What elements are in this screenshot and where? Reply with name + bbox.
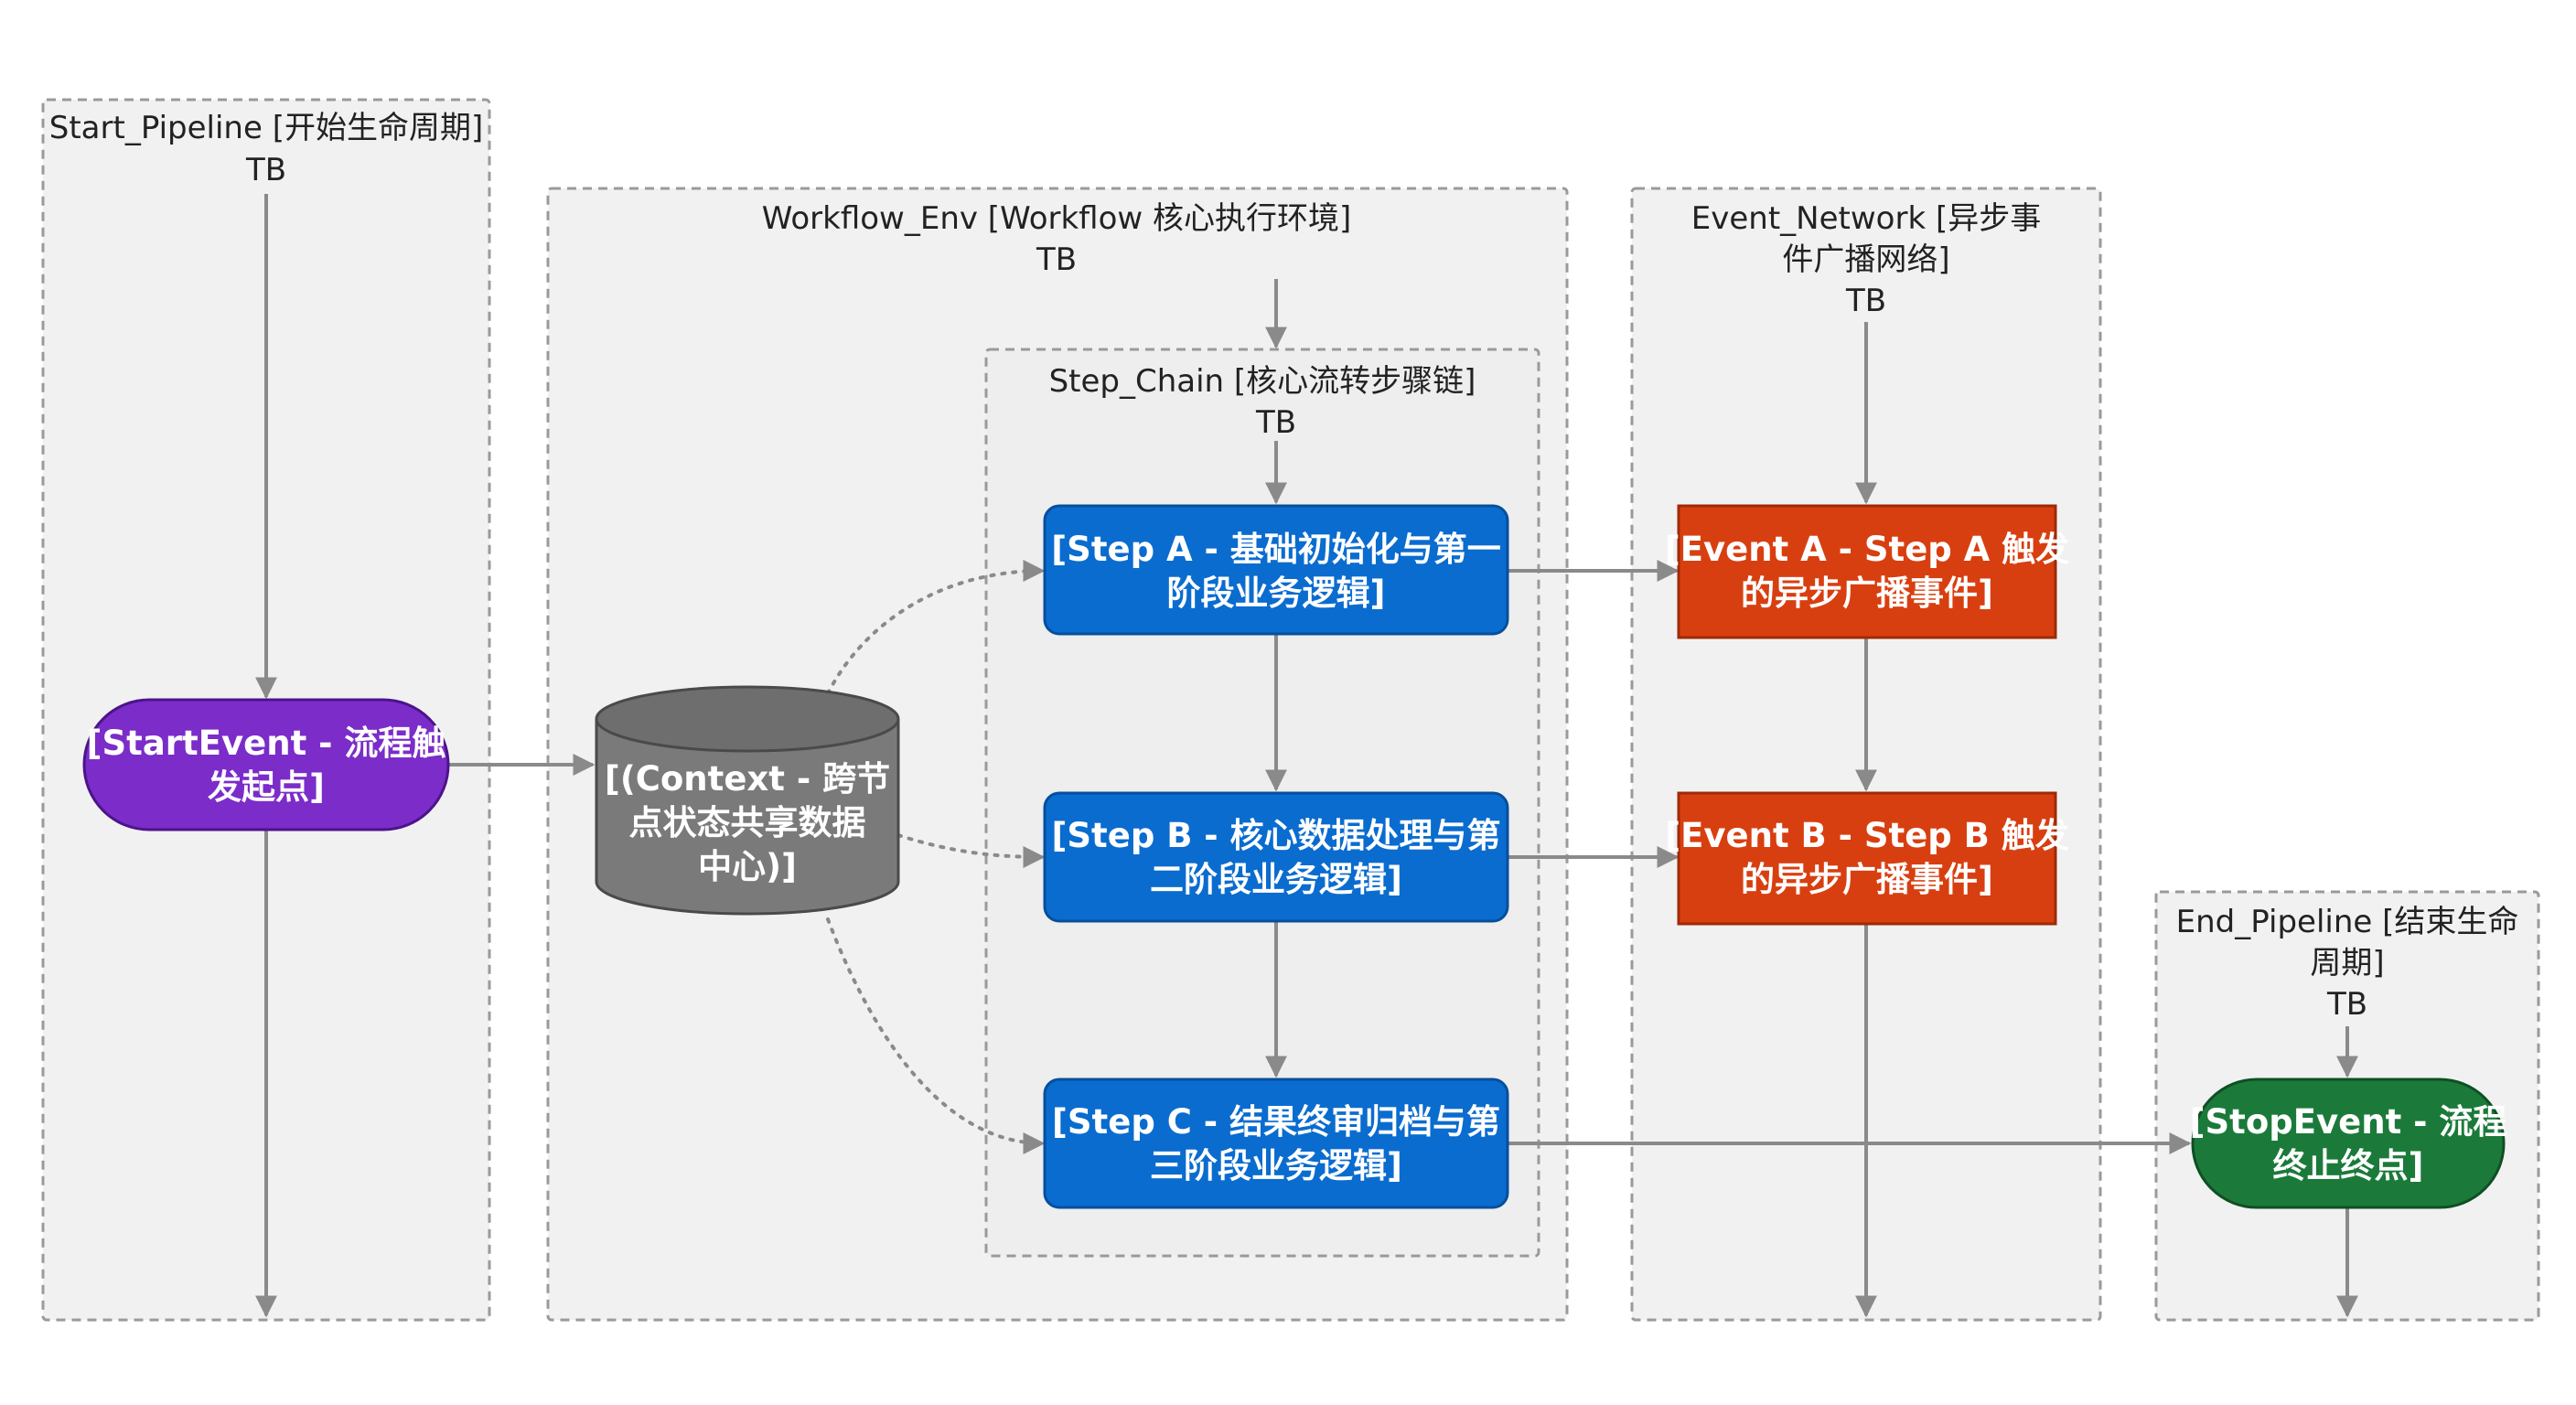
node-event-b-label-line2: 的异步广播事件]	[1741, 860, 1993, 899]
node-step-a-label-line1: [Step A - 基础初始化与第一	[1051, 530, 1500, 569]
cluster-end-pipeline-direction: TB	[2326, 986, 2367, 1023]
node-step-b[interactable]: [Step B - 核心数据处理与第 二阶段业务逻辑]	[1043, 791, 1509, 923]
edge-context-to-step-c	[826, 917, 1046, 1154]
node-step-a-label-line2: 阶段业务逻辑]	[1167, 574, 1386, 613]
edge-context-to-step-a	[826, 560, 1046, 695]
node-context-label-line1: [(Context - 跨节	[605, 759, 890, 799]
node-step-c-label-line2: 三阶段业务逻辑]	[1150, 1146, 1402, 1185]
node-event-b[interactable]: [Event B - Step B 触发 的异步广播事件]	[1665, 791, 2069, 926]
node-step-a[interactable]: [Step A - 基础初始化与第一 阶段业务逻辑]	[1043, 504, 1509, 636]
cluster-start-pipeline-title: Start_Pipeline [开始生命周期]	[49, 110, 483, 146]
edge-context-to-step-b	[896, 833, 1046, 868]
cluster-end-pipeline-title-line2: 周期]	[2310, 945, 2384, 981]
node-start-event-label-line2: 发起点]	[208, 767, 325, 807]
node-step-b-label-line1: [Step B - 核心数据处理与第	[1051, 816, 1500, 855]
cluster-start-pipeline-direction: TB	[245, 152, 286, 188]
node-event-a[interactable]: [Event A - Step A 触发 的异步广播事件]	[1665, 504, 2069, 639]
node-context-label-line3: 中心)]	[698, 847, 797, 886]
node-step-b-label-line2: 二阶段业务逻辑]	[1150, 860, 1402, 899]
node-start-event-label-line1: [StartEvent - 流程触	[87, 724, 446, 763]
node-step-c[interactable]: [Step C - 结果终审归档与第 三阶段业务逻辑]	[1043, 1078, 1509, 1209]
cluster-event-network-title-line1: Event_Network [异步事	[1691, 200, 2041, 237]
node-context-database[interactable]: [(Context - 跨节 点状态共享数据 中心)]	[595, 685, 900, 916]
node-start-event[interactable]: [StartEvent - 流程触 发起点]	[82, 698, 450, 831]
cluster-workflow-env-direction: TB	[1036, 241, 1077, 278]
node-event-a-label-line1: [Event A - Step A 触发	[1665, 530, 2069, 569]
cluster-event-network-title-line2: 件广播网络]	[1782, 241, 1949, 278]
node-event-b-label-line1: [Event B - Step B 触发	[1665, 816, 2069, 855]
node-stop-event-label-line2: 终止终点]	[2273, 1146, 2424, 1185]
cluster-step-chain-title: Step_Chain [核心流转步骤链]	[1049, 363, 1476, 400]
node-context-label-line2: 点状态共享数据	[629, 803, 866, 842]
node-stop-event-label-line1: [StopEvent - 流程	[2190, 1102, 2507, 1142]
cluster-workflow-env-title: Workflow_Env [Workflow 核心执行环境]	[762, 200, 1352, 237]
node-step-c-label-line1: [Step C - 结果终审归档与第	[1052, 1102, 1500, 1142]
node-stop-event[interactable]: [StopEvent - 流程 终止终点]	[2190, 1078, 2507, 1209]
node-event-a-label-line2: 的异步广播事件]	[1741, 574, 1993, 613]
cluster-step-chain-direction: TB	[1255, 404, 1296, 441]
cluster-event-network-direction: TB	[1845, 283, 1886, 319]
edges	[255, 194, 2358, 1318]
cluster-end-pipeline-title-line1: End_Pipeline [结束生命	[2176, 904, 2519, 940]
